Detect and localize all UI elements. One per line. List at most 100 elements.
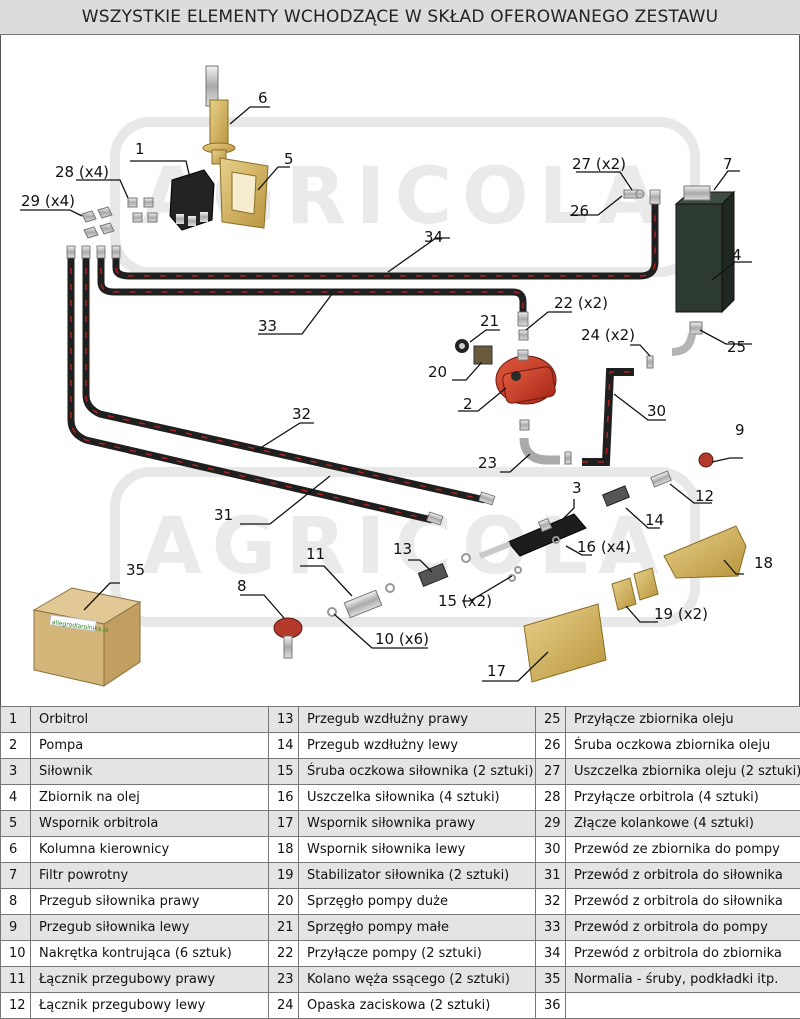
part-number-cell: 35 [536, 967, 566, 993]
cylinder-part [480, 514, 586, 556]
cylinder-brackets-part [524, 526, 746, 682]
part-name-cell: Przegub wzdłużny lewy [299, 733, 536, 759]
steering-column-part [203, 66, 235, 164]
part-name-cell: Przyłącze orbitrola (4 sztuki) [566, 785, 800, 811]
callout-2: 2 [463, 395, 473, 413]
part-number-cell: 20 [269, 889, 299, 915]
part-name-cell: Nakrętka kontrująca (6 sztuk) [31, 941, 269, 967]
part-number-cell: 5 [1, 811, 31, 837]
part-name-cell: Zbiornik na olej [31, 785, 269, 811]
callout-28: 28 (x4) [55, 163, 109, 181]
callout-6: 6 [258, 89, 268, 107]
part-number-cell: 29 [536, 811, 566, 837]
part-name-cell: Sprzęgło pompy małe [299, 915, 536, 941]
callout-26: 26 [570, 202, 589, 220]
part-name-cell: Przewód z orbitrola do pompy [566, 915, 800, 941]
part-number-cell: 23 [269, 967, 299, 993]
part-name-cell [566, 993, 800, 1019]
callout-21: 21 [480, 312, 499, 330]
page-title: WSZYSTKIE ELEMENTY WCHODZĄCE W SKŁAD OFE… [0, 0, 800, 35]
elbow-fittings-part [82, 207, 114, 238]
part-name-cell: Orbitrol [31, 707, 269, 733]
part-name-cell: Stabilizator siłownika (2 sztuki) [299, 863, 536, 889]
part-number-cell: 33 [536, 915, 566, 941]
callout-25: 25 [727, 338, 746, 356]
part-name-cell: Kolano węża ssącego (2 sztuki) [299, 967, 536, 993]
suction-elbow-part [524, 438, 560, 460]
part-number-cell: 15 [269, 759, 299, 785]
callout-1: 1 [135, 140, 145, 158]
part-name-cell: Łącznik przegubowy prawy [31, 967, 269, 993]
callout-11: 11 [306, 545, 325, 563]
orbitrol-part [170, 170, 214, 230]
part-name-cell: Uszczelka zbiornika oleju (2 sztuki) [566, 759, 800, 785]
orbitrol-bracket-part [220, 158, 268, 228]
part-number-cell: 36 [536, 993, 566, 1019]
part-number-cell: 10 [1, 941, 31, 967]
part-name-cell: Przegub siłownika prawy [31, 889, 269, 915]
part-number-cell: 7 [1, 863, 31, 889]
hose-clamp-part [647, 356, 653, 368]
callout-4: 4 [732, 246, 742, 264]
part-name-cell: Wspornik siłownika lewy [299, 837, 536, 863]
part-number-cell: 17 [269, 811, 299, 837]
part-number-cell: 13 [269, 707, 299, 733]
callout-5: 5 [284, 150, 294, 168]
part-number-cell: 22 [269, 941, 299, 967]
part-number-cell: 31 [536, 863, 566, 889]
part-name-cell: Przewód z orbitrola do zbiornika [566, 941, 800, 967]
part-name-cell: Przegub wzdłużny prawy [299, 707, 536, 733]
part-number-cell: 4 [1, 785, 31, 811]
tank-connector-part [672, 322, 702, 352]
callout-9: 9 [735, 421, 745, 439]
part-number-cell: 9 [1, 915, 31, 941]
part-name-cell: Normalia - śruby, podkładki itp. [566, 967, 800, 993]
part-number-cell: 27 [536, 759, 566, 785]
callout-29: 29 (x4) [21, 192, 75, 210]
banjo-bolt-part [624, 190, 644, 198]
part-number-cell: 24 [269, 993, 299, 1019]
callout-14: 14 [645, 511, 664, 529]
callout-34: 34 [424, 228, 443, 246]
part-number-cell: 3 [1, 759, 31, 785]
callout-33: 33 [258, 317, 277, 335]
hardware-box-part [34, 588, 140, 686]
hose-33 [101, 252, 523, 318]
part-name-cell: Siłownik [31, 759, 269, 785]
part-number-cell: 26 [536, 733, 566, 759]
part-name-cell: Uszczelka siłownika (4 sztuki) [299, 785, 536, 811]
part-name-cell: Opaska zaciskowa (2 sztuki) [299, 993, 536, 1019]
parts-diagram: AGRICOLA AGRICOLA [0, 35, 800, 705]
part-number-cell: 2 [1, 733, 31, 759]
part-number-cell: 32 [536, 889, 566, 915]
part-number-cell: 14 [269, 733, 299, 759]
callout-15: 15 (x2) [438, 592, 492, 610]
callout-16: 16 (x4) [577, 538, 631, 556]
part-name-cell: Sprzęgło pompy duże [299, 889, 536, 915]
part-name-cell: Wspornik siłownika prawy [299, 811, 536, 837]
callout-7: 7 [723, 155, 733, 173]
callout-12: 12 [695, 487, 714, 505]
hose-30 [582, 372, 634, 462]
part-name-cell: Pompa [31, 733, 269, 759]
orbitrol-fittings-part [128, 198, 157, 222]
part-number-cell: 8 [1, 889, 31, 915]
part-name-cell: Przyłącze pompy (2 sztuki) [299, 941, 536, 967]
part-name-cell: Przewód ze zbiornika do pompy [566, 837, 800, 863]
callout-3: 3 [572, 479, 582, 497]
part-number-cell: 30 [536, 837, 566, 863]
callout-23: 23 [478, 454, 497, 472]
part-number-cell: 18 [269, 837, 299, 863]
oil-tank-part [676, 186, 734, 312]
part-number-cell: 16 [269, 785, 299, 811]
part-name-cell: Wspornik orbitrola [31, 811, 269, 837]
part-name-cell: Łącznik przegubowy lewy [31, 993, 269, 1019]
